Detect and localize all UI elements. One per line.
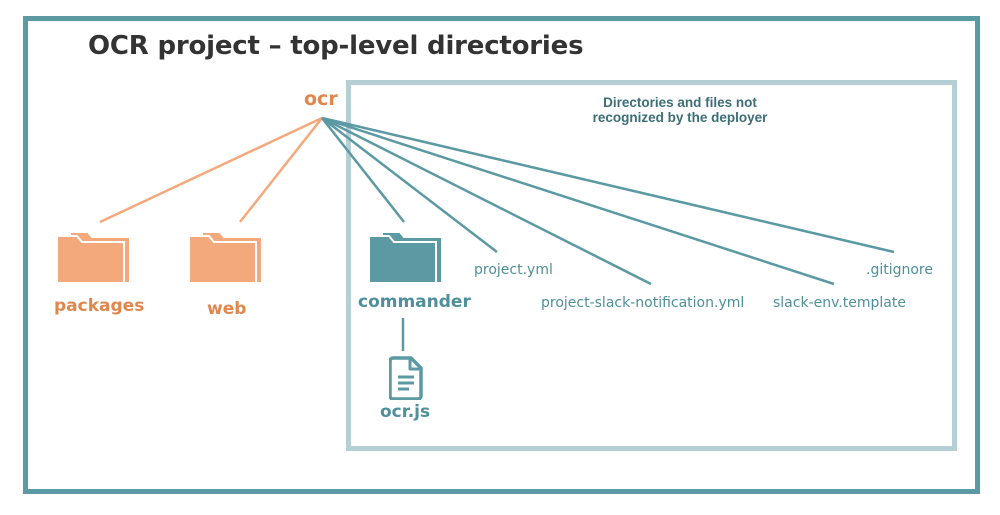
file-label-project-yml: project.yml [474, 262, 553, 278]
connector-gitignore [321, 116, 895, 254]
connector-web [239, 117, 323, 223]
file-label-project-slack-notification: project-slack-notification.yml [541, 295, 745, 311]
not-recognized-caption: Directories and files not recognized by … [530, 95, 830, 125]
not-recognized-caption-line2: recognized by the deployer [592, 110, 768, 125]
file-icon [389, 356, 423, 400]
not-recognized-caption-line1: Directories and files not [603, 95, 757, 110]
connector-commander [321, 117, 405, 223]
diagram-frame [23, 16, 980, 494]
not-recognized-group-box [346, 80, 957, 451]
connector-slack-env [321, 116, 835, 286]
folder-label-packages: packages [54, 296, 145, 316]
folder-icon [368, 231, 443, 284]
file-label-slack-env-template: slack-env.template [773, 295, 906, 311]
root-label-ocr: ocr [304, 88, 338, 110]
folder-label-commander: commander [358, 292, 471, 312]
diagram-title: OCR project – top-level directories [88, 31, 584, 61]
folder-icon [56, 231, 131, 284]
connector-project-slack [321, 116, 652, 286]
folder-label-web: web [207, 299, 247, 319]
file-label-gitignore: .gitignore [866, 262, 933, 278]
file-label-ocr-js: ocr.js [380, 402, 431, 422]
folder-icon [188, 231, 263, 284]
connector-packages [99, 116, 323, 224]
connector-project-yml [321, 117, 498, 253]
